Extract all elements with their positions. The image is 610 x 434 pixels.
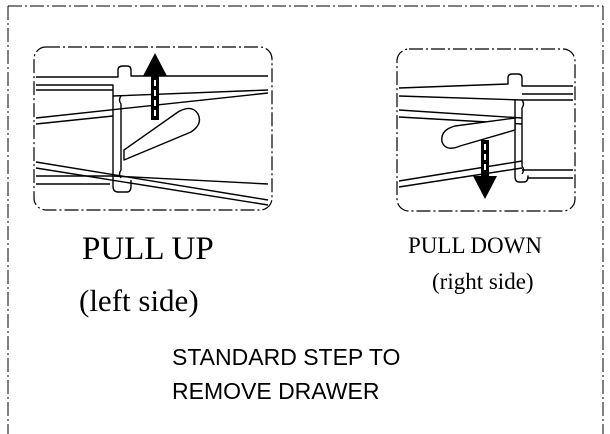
caption-line-1: STANDARD STEP TO bbox=[172, 344, 401, 370]
page-frame bbox=[7, 5, 604, 434]
pull-down-label: PULL DOWN bbox=[408, 233, 542, 258]
right-side-label: (right side) bbox=[432, 269, 534, 294]
right-lever bbox=[441, 117, 516, 149]
left-illustration bbox=[33, 46, 273, 211]
left-side-label: (left side) bbox=[79, 283, 199, 318]
right-illustration-frame bbox=[396, 48, 576, 212]
left-lever bbox=[123, 107, 201, 161]
right-illustration bbox=[396, 48, 576, 212]
left-illustration-frame bbox=[33, 46, 273, 211]
down-arrow-icon bbox=[473, 140, 497, 199]
pull-up-label: PULL UP bbox=[82, 231, 214, 267]
up-arrow-icon bbox=[143, 53, 167, 120]
caption-line-2: REMOVE DRAWER bbox=[172, 378, 380, 404]
